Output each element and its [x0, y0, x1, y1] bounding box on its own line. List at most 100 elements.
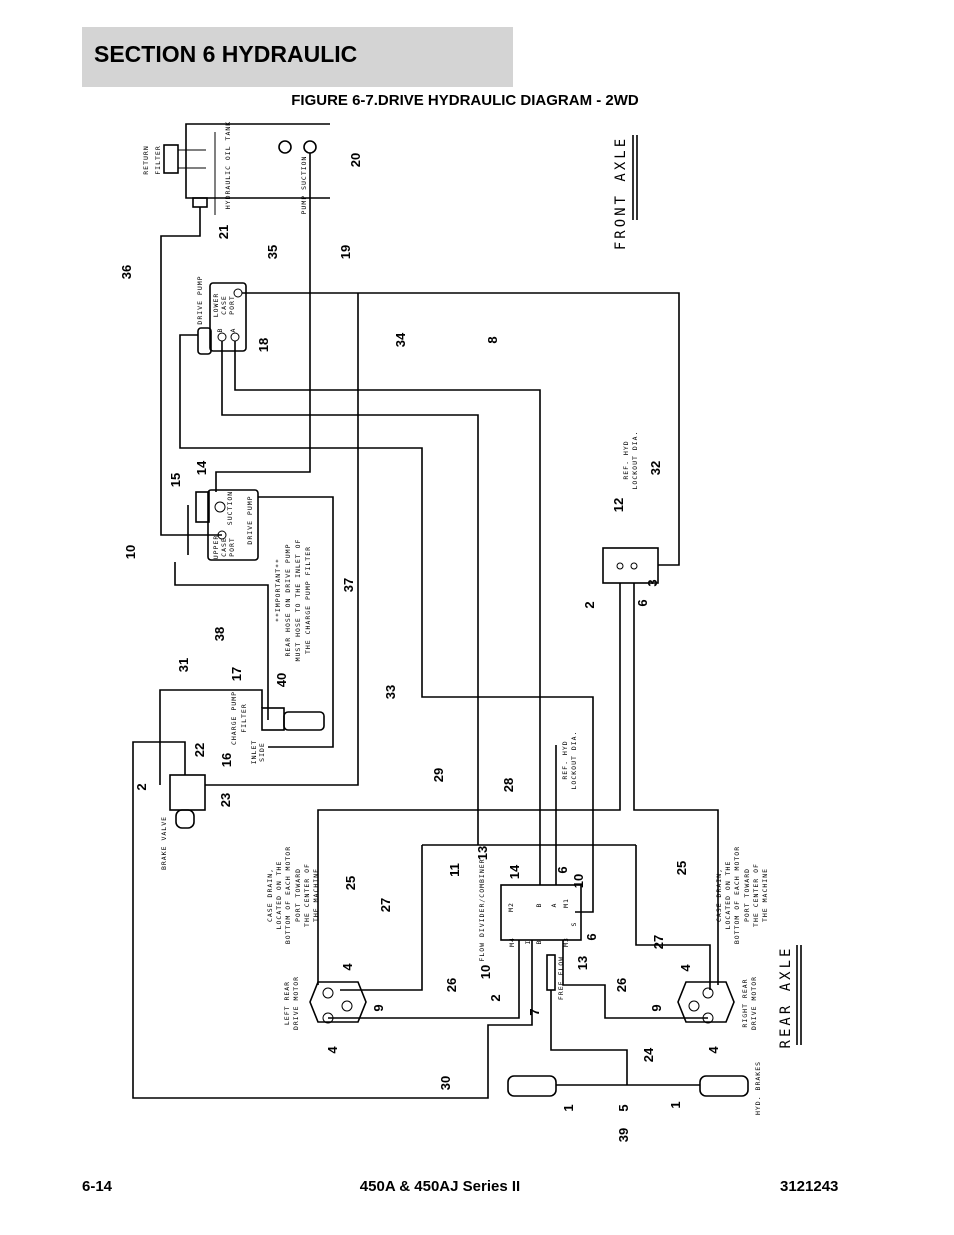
oil-tank-outline [185, 123, 330, 199]
label-m3: M3 [562, 937, 570, 947]
hose-37 [258, 496, 334, 748]
callout-number: 40 [274, 673, 289, 687]
label-free-flow: FREE FLOW [557, 956, 565, 1000]
tank-fitting [192, 197, 208, 208]
hose-26-right [562, 940, 708, 1019]
label-drive-motor: DRIVE MOTOR [750, 976, 758, 1030]
callout-number: 12 [611, 498, 626, 512]
callout-number: 25 [674, 861, 689, 875]
callout-number: 22 [192, 743, 207, 757]
callout-number: 36 [119, 265, 134, 279]
doc-number: 3121243 [780, 1178, 839, 1195]
label-filter: FILTER [154, 145, 162, 174]
port-b [217, 332, 227, 342]
suction-port [214, 501, 226, 513]
label-suction: SUCTION [226, 491, 234, 525]
callout-number: 10 [571, 874, 586, 888]
callout-number: 18 [256, 338, 271, 352]
lockout-port [630, 562, 638, 570]
callout-number: 20 [348, 153, 363, 167]
callout-number: 6 [584, 933, 599, 940]
callout-number: 2 [488, 994, 503, 1001]
callout-number: 21 [216, 225, 231, 239]
callout-number: 16 [219, 753, 234, 767]
label-note1: REAR HOSE ON DRIVE PUMP [284, 543, 292, 656]
callout-number: 24 [641, 1047, 656, 1062]
label-case: CASE [220, 537, 228, 557]
callout-number: 13 [575, 956, 590, 970]
label-m4: M4 [508, 937, 516, 947]
charge-pump-filter-canister [283, 711, 325, 731]
callout-number: 39 [616, 1128, 631, 1142]
label-note3: THE CHARGE PUMP FILTER [304, 546, 312, 654]
callout-number: 10 [478, 965, 493, 979]
motor-port [688, 1000, 700, 1012]
drive-pump-motor [197, 327, 212, 355]
label-port-a: A [229, 328, 237, 333]
callout-number: 1 [561, 1104, 576, 1111]
hose-35 [215, 153, 311, 492]
callout-number: 1 [668, 1101, 683, 1108]
label-left-rear: LEFT REAR [283, 981, 291, 1025]
callout-number: 11 [447, 863, 462, 877]
label-cd5: THE CENTER OF [303, 863, 311, 927]
section-title: SECTION 6 HYDRAULIC [94, 41, 358, 67]
label-lockout: LOCKOUT DIA. [570, 731, 578, 790]
hose-38 [174, 562, 269, 720]
port-a [230, 332, 240, 342]
label-cd1: CASE DRAIN, [266, 868, 274, 922]
callout-number: 10 [123, 545, 138, 559]
callout-number: 26 [614, 978, 629, 992]
motor-port [702, 1012, 714, 1024]
callout-number: 17 [229, 667, 244, 681]
label-cd2: LOCATED ON THE [275, 861, 283, 930]
upper-case-port [217, 530, 227, 540]
label-brake-valve: BRAKE VALVE [160, 816, 168, 870]
callout-number: 15 [168, 473, 183, 487]
page-number: 6-14 [82, 1178, 113, 1195]
callout-number: 2 [134, 783, 149, 790]
label-s: S [570, 922, 578, 927]
pump-fittings [195, 491, 210, 523]
hose-33 [205, 293, 359, 786]
label-filter: FILTER [240, 703, 248, 732]
label-note2: MUST HOSE TO THE INLET OF [294, 539, 302, 662]
return-filter [163, 144, 179, 174]
hose-36 [160, 207, 222, 536]
callout-number: 3 [645, 579, 660, 586]
label-pump-suction: PUMP SUCTION [300, 156, 308, 215]
brake-valve [169, 774, 206, 811]
drive-pump-upper [209, 282, 247, 352]
hose-19 [242, 292, 680, 566]
label-port-a: A [550, 903, 558, 908]
label-case: CASE [220, 295, 228, 315]
callout-number: 4 [706, 1046, 721, 1054]
label-port-b: B [216, 328, 224, 333]
callout-number: 26 [444, 978, 459, 992]
callout-number: 34 [393, 332, 408, 347]
label-hyd-brakes: HYD. BRAKES [754, 1061, 762, 1115]
motor-port [702, 987, 714, 999]
hose-31 [159, 689, 263, 785]
label-rear-axle: REAR AXLE [778, 946, 794, 1049]
callout-number: 25 [343, 876, 358, 890]
label-inlet: INLET [250, 740, 258, 765]
hose-main [179, 334, 594, 913]
callout-number: 9 [649, 1004, 664, 1011]
label-flow-divider: FLOW DIVIDER/COMBINER [478, 858, 486, 961]
label-cd4: PORT TOWARD [743, 868, 751, 922]
callout-number: 30 [438, 1076, 453, 1090]
label-cd5: THE CENTER OF [752, 863, 760, 927]
pump-suction-port [303, 140, 317, 154]
motor-port [322, 1012, 334, 1024]
flow-divider [500, 884, 582, 941]
callout-number: 4 [678, 964, 693, 972]
label-cd2: LOCATED ON THE [724, 861, 732, 930]
callout-number: 29 [431, 768, 446, 782]
label-ref-hyd: REF. HYD [622, 440, 630, 479]
callout-number: 6 [635, 599, 650, 606]
label-cd3: BOTTOM OF EACH MOTOR [733, 846, 741, 944]
callout-number: 38 [212, 627, 227, 641]
callout-number: 5 [616, 1104, 631, 1111]
